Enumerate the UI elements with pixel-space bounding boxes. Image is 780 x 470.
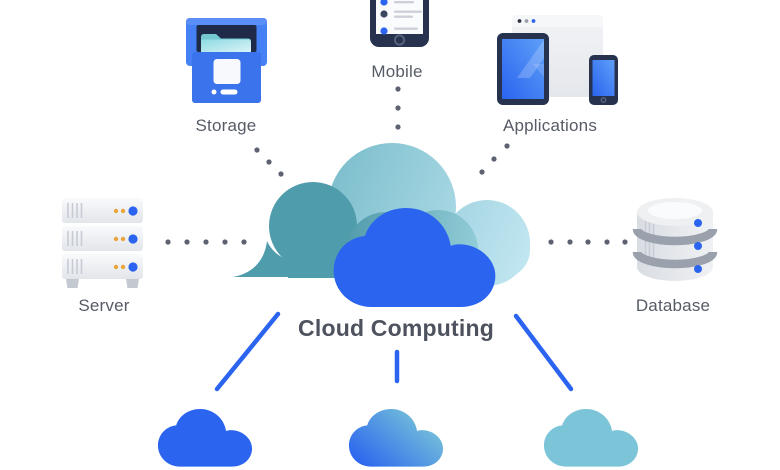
server-label: Server: [78, 296, 130, 315]
sub-cloud-2-icon: [348, 409, 444, 467]
sub-cloud-connectors: [214, 311, 574, 392]
cloud-computing-illustration: [233, 143, 530, 307]
storage-label: Storage: [195, 116, 257, 135]
server-unit: [62, 226, 143, 251]
connector-mobile-cloud-dots: [395, 86, 401, 130]
connector-cloud-subcloud3-line: [513, 313, 574, 392]
server-unit: [62, 254, 143, 279]
database-label: Database: [635, 296, 711, 315]
home-button-icon: [393, 34, 406, 46]
connector-cloud-subcloud1-line: [214, 311, 281, 392]
mobile-label: Mobile: [371, 62, 423, 81]
diagram-title: Cloud Computing: [298, 315, 494, 341]
server-unit: [62, 198, 143, 223]
connector-storage-cloud-dots: [254, 147, 284, 177]
smartphone-icon: [370, 0, 429, 47]
connector-cloud-database-dots: [548, 239, 628, 245]
tablet-icon: [497, 33, 549, 105]
server-stack-icon: [62, 198, 143, 288]
applications-devices-icon: [497, 15, 618, 105]
folder-icon: [201, 34, 251, 52]
connector-server-cloud-dots: [165, 239, 247, 245]
applications-label: Applications: [502, 116, 598, 135]
connector-applications-cloud-dots: [479, 143, 510, 175]
database-cylinder-icon: [632, 198, 718, 281]
sub-cloud-3-icon: [543, 409, 639, 467]
small-phone-icon: [589, 55, 618, 105]
storage-box-icon: [186, 18, 267, 103]
sub-cloud-1-icon: [157, 409, 253, 467]
